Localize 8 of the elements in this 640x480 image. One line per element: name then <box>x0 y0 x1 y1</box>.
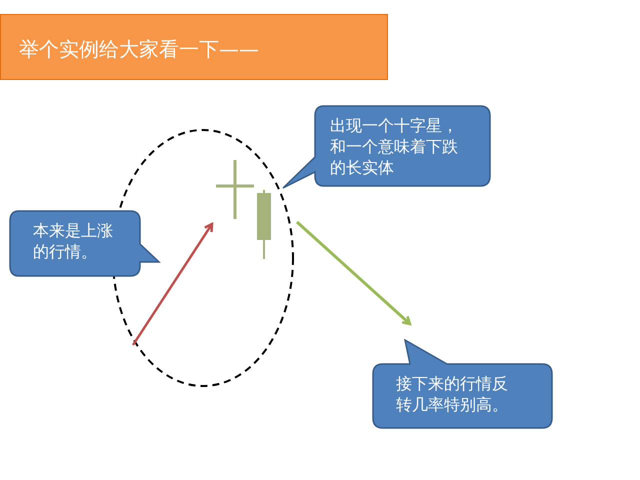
title-text: 举个实例给大家看一下—— <box>19 37 260 61</box>
bubble-text: 本来是上涨的行情。 <box>33 220 114 262</box>
bubble-text: 出现一个十字星，和一个意味着下跌的长实体 <box>330 115 459 178</box>
speech-bubble <box>372 339 553 430</box>
speech-bubble <box>9 210 161 278</box>
title-banner <box>0 14 388 80</box>
bubble-text: 接下来的行情反转几率特别高。 <box>396 373 509 415</box>
speech-bubble <box>282 105 492 190</box>
